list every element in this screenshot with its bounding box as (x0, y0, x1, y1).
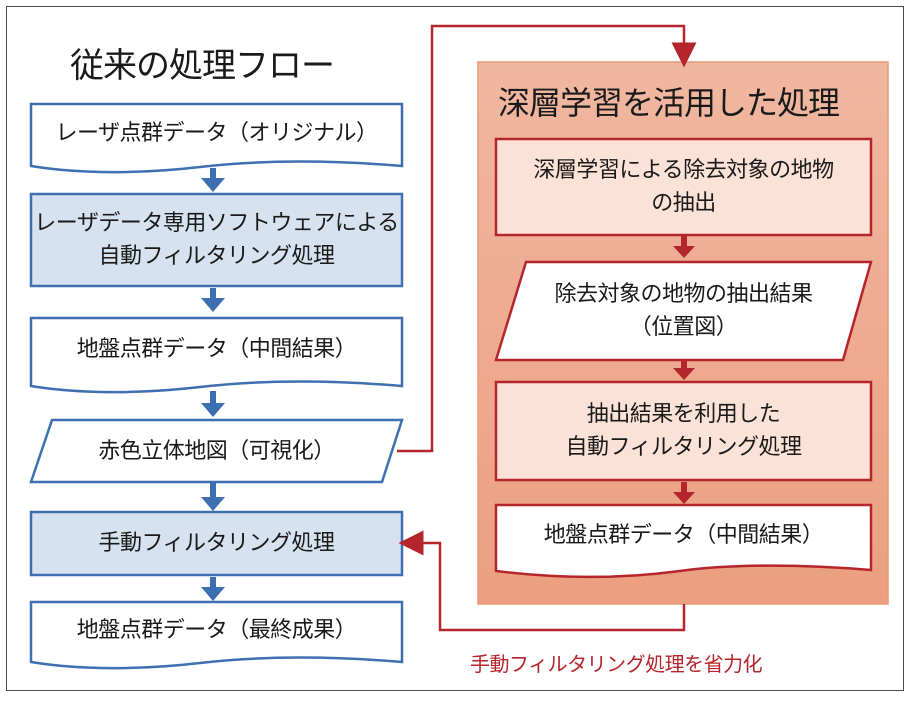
step-dl-ground-intermediate-label: 地盤点群データ（中間結果） (543, 522, 824, 548)
step-dl-ground-intermediate-shape (494, 503, 873, 579)
step-ground-final-label: 地盤点群データ（最終成果） (76, 617, 357, 643)
connector-to-deep-learning (397, 24, 697, 453)
step-ground-final-shape (29, 600, 404, 670)
conventional-title: 従来の処理フロー (70, 46, 335, 86)
step-dl-auto-filter-label: 抽出結果を利用した 自動フィルタリング処理 (565, 402, 802, 460)
step-manual-filter-label: 手動フィルタリング処理 (98, 531, 335, 556)
step-ground-intermediate-shape (29, 316, 404, 394)
step-red-relief-label: 赤色立体地図（可視化） (98, 438, 335, 464)
step-dl-result-shape (494, 260, 873, 362)
step-dl-extraction-shape (494, 137, 873, 237)
deep-learning-arrows (673, 236, 695, 504)
step-dl-result-label: 除去対象の地物の抽出結果 （位置図） (554, 282, 813, 340)
step-manual-filter-shape (29, 510, 404, 577)
step-auto-filter-label: レーザデータ専用ソフトウェアによる 自動フィルタリング処理 (34, 211, 399, 269)
step-auto-filter-shape (29, 192, 404, 288)
connector-to-manual-filter (398, 530, 686, 632)
step-dl-auto-filter-shape (494, 380, 873, 482)
labor-saving-note: 手動フィルタリング処理を省力化 (470, 652, 763, 676)
step-laser-original-label: レーザ点群データ（オリジナル） (55, 120, 378, 146)
deep-learning-title: 深層学習を活用した処理 (498, 84, 840, 122)
step-dl-extraction-label: 深層学習による除去対象の地物 の抽出 (533, 158, 834, 216)
step-red-relief-shape (29, 418, 404, 484)
step-ground-intermediate-label: 地盤点群データ（中間結果） (76, 336, 357, 362)
figure-frame (6, 6, 904, 691)
step-laser-original-shape (29, 102, 404, 174)
conventional-arrows (201, 168, 225, 601)
